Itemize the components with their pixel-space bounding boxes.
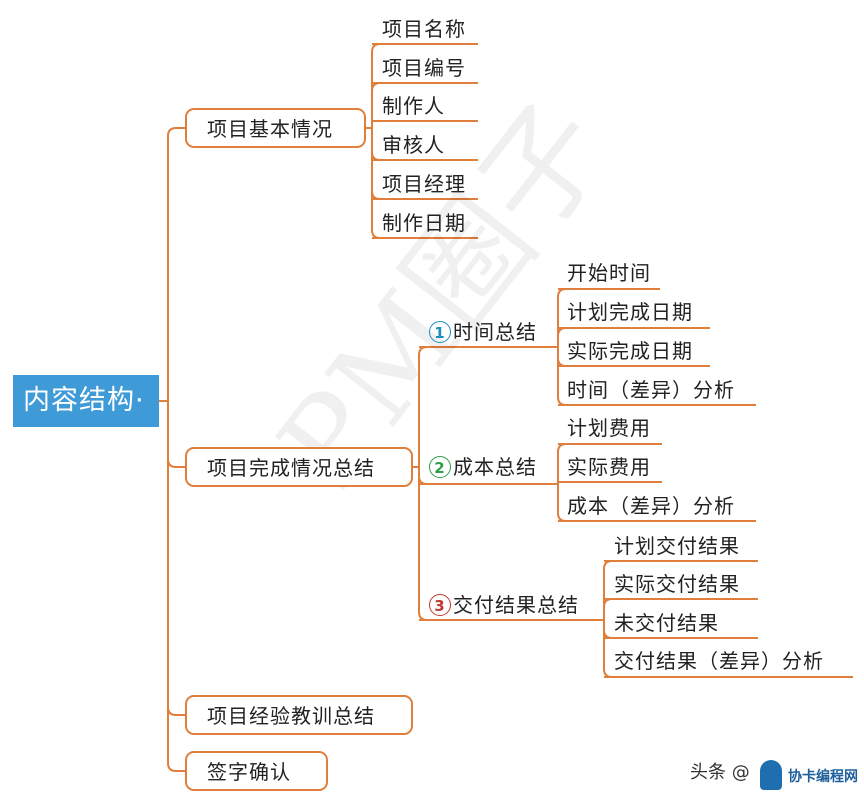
leaf-actual-cost: 实际费用 <box>567 455 651 479</box>
number-badge-3: 3 <box>429 594 451 616</box>
leaf-time-variance-analysis: 时间（差异）分析 <box>567 378 735 402</box>
leaf-cost-variance-analysis: 成本（差异）分析 <box>567 494 735 518</box>
root-node: 内容结构· <box>13 375 159 427</box>
branch-label: 项目基本情况 <box>207 117 333 141</box>
branch-completion-summary: 项目完成情况总结 <box>185 447 413 487</box>
number-badge-2: 2 <box>429 456 451 478</box>
group-label: 交付结果总结 <box>453 593 579 617</box>
leaf-planned-finish-date: 计划完成日期 <box>567 300 693 324</box>
time-connector-branch-1 <box>557 327 710 337</box>
group-label: 时间总结 <box>453 320 537 344</box>
basic-connector-branch-0 <box>371 43 478 53</box>
root-connector-branch-0 <box>167 127 185 137</box>
basic-connector-branch-1 <box>371 82 478 92</box>
leaf-reviewer: 审核人 <box>382 133 445 157</box>
branch-label: 签字确认 <box>207 760 291 784</box>
branch-label: 项目经验教训总结 <box>207 704 375 728</box>
leaf-project-number: 项目编号 <box>382 56 466 80</box>
site-logo-text: 协卡编程网 <box>788 769 858 785</box>
root-connector-branch-1 <box>167 458 185 468</box>
leaf-delivery-variance-analysis: 交付结果（差异）分析 <box>614 649 824 673</box>
branch-sign-off: 签字确认 <box>185 751 328 791</box>
site-logo-icon <box>760 760 782 790</box>
leaf-project-name: 项目名称 <box>382 17 466 41</box>
leaf-start-time: 开始时间 <box>567 261 651 285</box>
time-connector-branch-0 <box>557 288 660 298</box>
root-label: 内容结构 <box>23 385 135 416</box>
root-dot: · <box>135 385 145 416</box>
group-label: 成本总结 <box>453 455 537 479</box>
leaf-creator: 制作人 <box>382 94 445 118</box>
leaf-actual-finish-date: 实际完成日期 <box>567 339 693 363</box>
footer-attribution: 头条 @ <box>690 762 750 783</box>
leaf-project-manager: 项目经理 <box>382 172 466 196</box>
leaf-creation-date: 制作日期 <box>382 211 466 235</box>
cost-connector-branch-0 <box>557 443 662 453</box>
branch-basic-info: 项目基本情况 <box>185 108 366 148</box>
leaf-planned-cost: 计划费用 <box>567 416 651 440</box>
leaf-actual-deliverables: 实际交付结果 <box>614 572 740 596</box>
branch-label: 项目完成情况总结 <box>207 456 375 480</box>
leaf-undelivered-results: 未交付结果 <box>614 611 719 635</box>
leaf-planned-deliverables: 计划交付结果 <box>614 534 740 558</box>
delivery-connector-branch-0 <box>603 560 758 570</box>
branch-lessons-learned: 项目经验教训总结 <box>185 695 413 735</box>
root-connector-branch-2 <box>167 706 185 716</box>
number-badge-1: 1 <box>429 321 451 343</box>
root-connector-branch-3 <box>167 762 185 772</box>
delivery-connector-branch-1 <box>603 598 758 608</box>
